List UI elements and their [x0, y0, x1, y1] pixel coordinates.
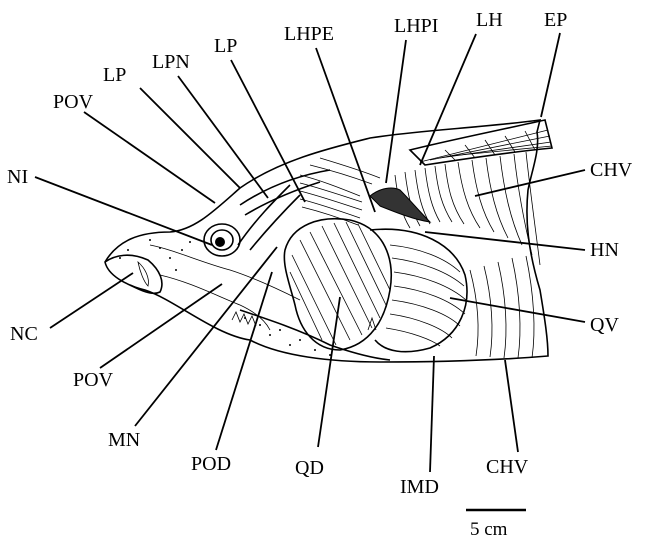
quadrate-dorsal-muscle [284, 219, 391, 350]
eye [204, 224, 240, 256]
label-chv-bottom: CHV [486, 456, 529, 478]
label-nc: NC [10, 323, 38, 345]
leader-lines [35, 33, 585, 472]
label-ni: NI [7, 166, 28, 188]
lhp-structure [370, 188, 430, 222]
label-lp-top: LP [214, 35, 237, 57]
label-pod: POD [191, 453, 231, 475]
label-pov-bottom: POV [73, 369, 114, 391]
label-lh: LH [476, 9, 503, 31]
dorsal-ridge [238, 158, 380, 250]
label-ep: EP [544, 9, 567, 31]
label-pov-top: POV [53, 91, 94, 113]
label-lp-left: LP [103, 64, 126, 86]
label-qv: QV [590, 314, 619, 336]
label-lhpi: LHPI [394, 15, 438, 37]
scale-bar-label: 5 cm [470, 519, 508, 540]
label-chv-right: CHV [590, 159, 633, 181]
scale-bar: 5 cm [466, 510, 526, 540]
label-hn: HN [590, 239, 619, 261]
label-lhpe: LHPE [284, 23, 334, 45]
label-qd: QD [295, 457, 324, 479]
label-lpn: LPN [152, 51, 190, 73]
label-mn: MN [108, 429, 140, 451]
quadrate-ventral-muscle [370, 229, 534, 358]
label-imd: IMD [400, 476, 439, 498]
